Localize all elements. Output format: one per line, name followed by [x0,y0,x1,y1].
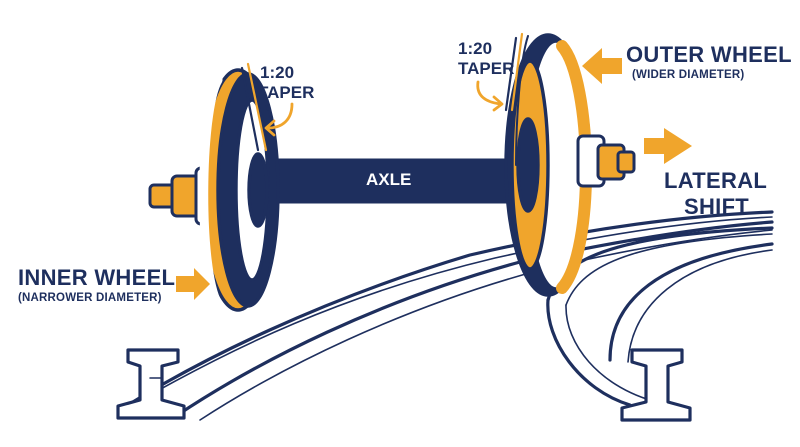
inner-wheel-subtitle: (NARROWER DIAMETER) [18,292,162,304]
axle-label: AXLE [366,170,412,189]
inner-wheel-title: INNER WHEEL [18,265,176,290]
outer-wheel [504,33,593,297]
right-taper-ratio: 1:20 [458,39,493,58]
arrow-left-icon [582,48,622,84]
inner-wheel [199,68,280,312]
lateral-shift-line1: LATERAL [664,168,768,193]
inner-rail-profile [116,348,186,420]
arrow-right-icon [176,268,210,300]
curved-arrow-icon [264,80,504,137]
outer-wheel-subtitle: (WIDER DIAMETER) [632,69,745,81]
outer-rail-profile [620,348,692,422]
lateral-shift-line2: SHIFT [684,194,750,219]
left-taper-word: TAPER [258,83,315,102]
right-taper-marks [504,32,524,112]
lateral-shift-arrow-icon [644,128,692,164]
left-taper-ratio: 1:20 [260,63,295,82]
right-taper-word: TAPER [458,59,515,78]
right-journal [576,134,636,188]
left-taper-marks [240,62,268,152]
inner-rail [126,210,774,421]
outer-wheel-title: OUTER WHEEL [626,42,792,67]
